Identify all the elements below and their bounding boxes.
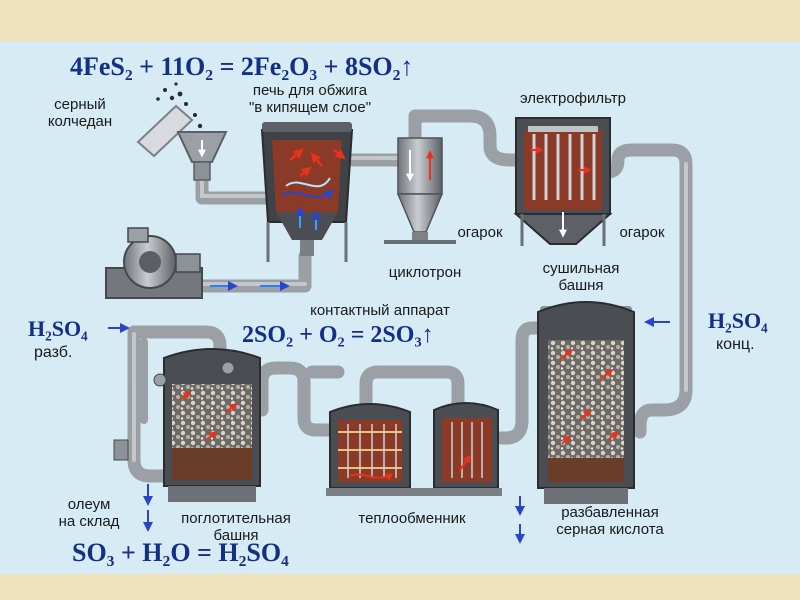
absorption-equation: SO₃ + H₂O = H₂SO₄ bbox=[72, 538, 289, 567]
label-drying-tower: сушильная башня bbox=[542, 260, 620, 294]
pipe-network bbox=[127, 109, 693, 483]
label-cinder-filter: огарок bbox=[619, 224, 665, 241]
air-blower bbox=[105, 227, 290, 299]
label-oleum: олеум на склад bbox=[58, 496, 120, 530]
dilute-acid-note: разб. bbox=[34, 344, 73, 361]
label-furnace: печь для обжига "в кипящем слое" bbox=[248, 82, 372, 116]
fluidized-bed-furnace bbox=[260, 122, 354, 262]
roasting-equation: 4FeS₂ + 11O₂ = 2Fe₂O₃ + 8SO₂↑ bbox=[70, 52, 414, 81]
dilute-acid-formula: H₂SO₄ bbox=[28, 316, 88, 341]
label-dilute-acid: разбавленная серная кислота bbox=[556, 504, 664, 538]
label-cyclone: циклотрон bbox=[388, 264, 462, 281]
label-pyrite: серный колчедан bbox=[47, 96, 113, 130]
conc-acid-formula: H₂SO₄ bbox=[708, 308, 768, 333]
cyclone bbox=[384, 137, 456, 244]
drying-tower bbox=[515, 301, 670, 544]
pyrite-feeder bbox=[136, 82, 228, 181]
heat-exchanger-unit bbox=[326, 402, 502, 496]
label-cinder-cyclone: огарок bbox=[457, 224, 503, 241]
label-absorption-tower: поглотительная башня bbox=[181, 510, 291, 544]
label-heat-exchanger: теплообменник bbox=[358, 510, 466, 527]
conc-acid-note: конц. bbox=[716, 336, 755, 353]
contact-equation: 2SO₂ + O₂ = 2SO₃↑ bbox=[242, 322, 434, 348]
label-electrofilter: электрофильтр bbox=[519, 90, 627, 107]
absorption-tower bbox=[108, 323, 261, 532]
electrofilter bbox=[513, 117, 613, 246]
label-contact-apparatus: контактный аппарат bbox=[310, 302, 450, 319]
